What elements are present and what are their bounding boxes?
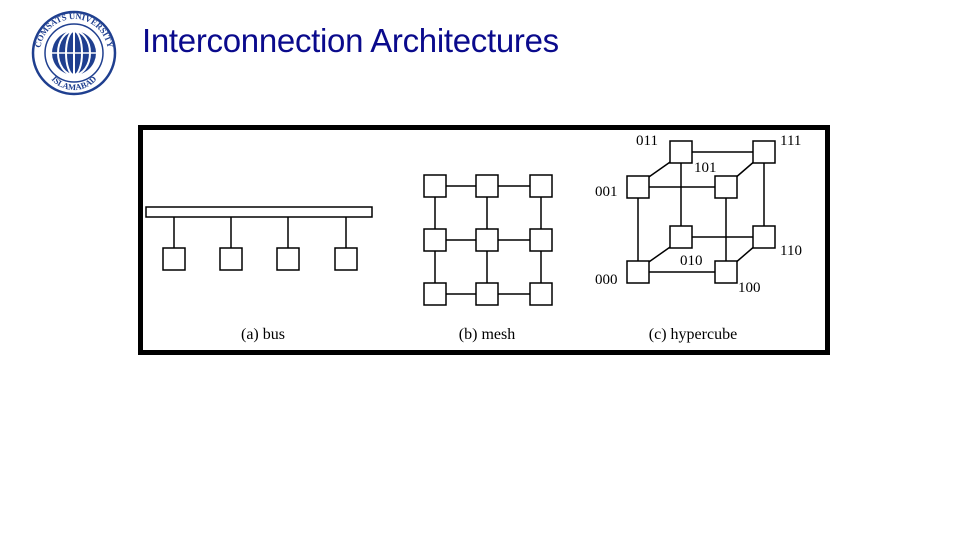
interconnection-figure: (a) bus (b) mesh: [138, 125, 830, 355]
label-110: 110: [780, 243, 802, 259]
label-101: 101: [694, 160, 717, 176]
mesh-diagram: [423, 174, 553, 306]
logo-globe: [52, 30, 96, 76]
bus-node: [219, 247, 243, 271]
label-000: 000: [595, 272, 618, 288]
hypercube-node-100: [714, 260, 738, 284]
label-111: 111: [780, 133, 801, 149]
caption-hypercube: (c) hypercube: [649, 326, 737, 343]
mesh-node: [529, 228, 553, 252]
mesh-node: [423, 282, 447, 306]
hypercube-node-011: [669, 140, 693, 164]
hypercube-node-110: [752, 225, 776, 249]
bus-diagram: [145, 206, 373, 271]
hypercube-node-101: [714, 175, 738, 199]
mesh-node: [475, 228, 499, 252]
caption-bus: (a) bus: [241, 326, 285, 343]
label-011: 011: [636, 133, 658, 149]
hypercube-node-000: [626, 260, 650, 284]
page-title: Interconnection Architectures: [142, 22, 559, 59]
label-010: 010: [680, 253, 703, 269]
bus-line: [145, 206, 373, 218]
caption-mesh: (b) mesh: [459, 326, 515, 343]
university-logo: COMSATS UNIVERSITY ISLAMABAD: [31, 10, 117, 96]
mesh-node: [423, 174, 447, 198]
mesh-node: [423, 228, 447, 252]
mesh-node: [475, 282, 499, 306]
mesh-node: [529, 282, 553, 306]
label-001: 001: [595, 184, 618, 200]
bus-node: [334, 247, 358, 271]
bus-node: [162, 247, 186, 271]
hypercube-node-001: [626, 175, 650, 199]
hypercube-diagram: [626, 140, 776, 284]
mesh-node: [475, 174, 499, 198]
hypercube-node-010: [669, 225, 693, 249]
label-100: 100: [738, 280, 761, 296]
hypercube-node-111: [752, 140, 776, 164]
mesh-node: [529, 174, 553, 198]
bus-node: [276, 247, 300, 271]
